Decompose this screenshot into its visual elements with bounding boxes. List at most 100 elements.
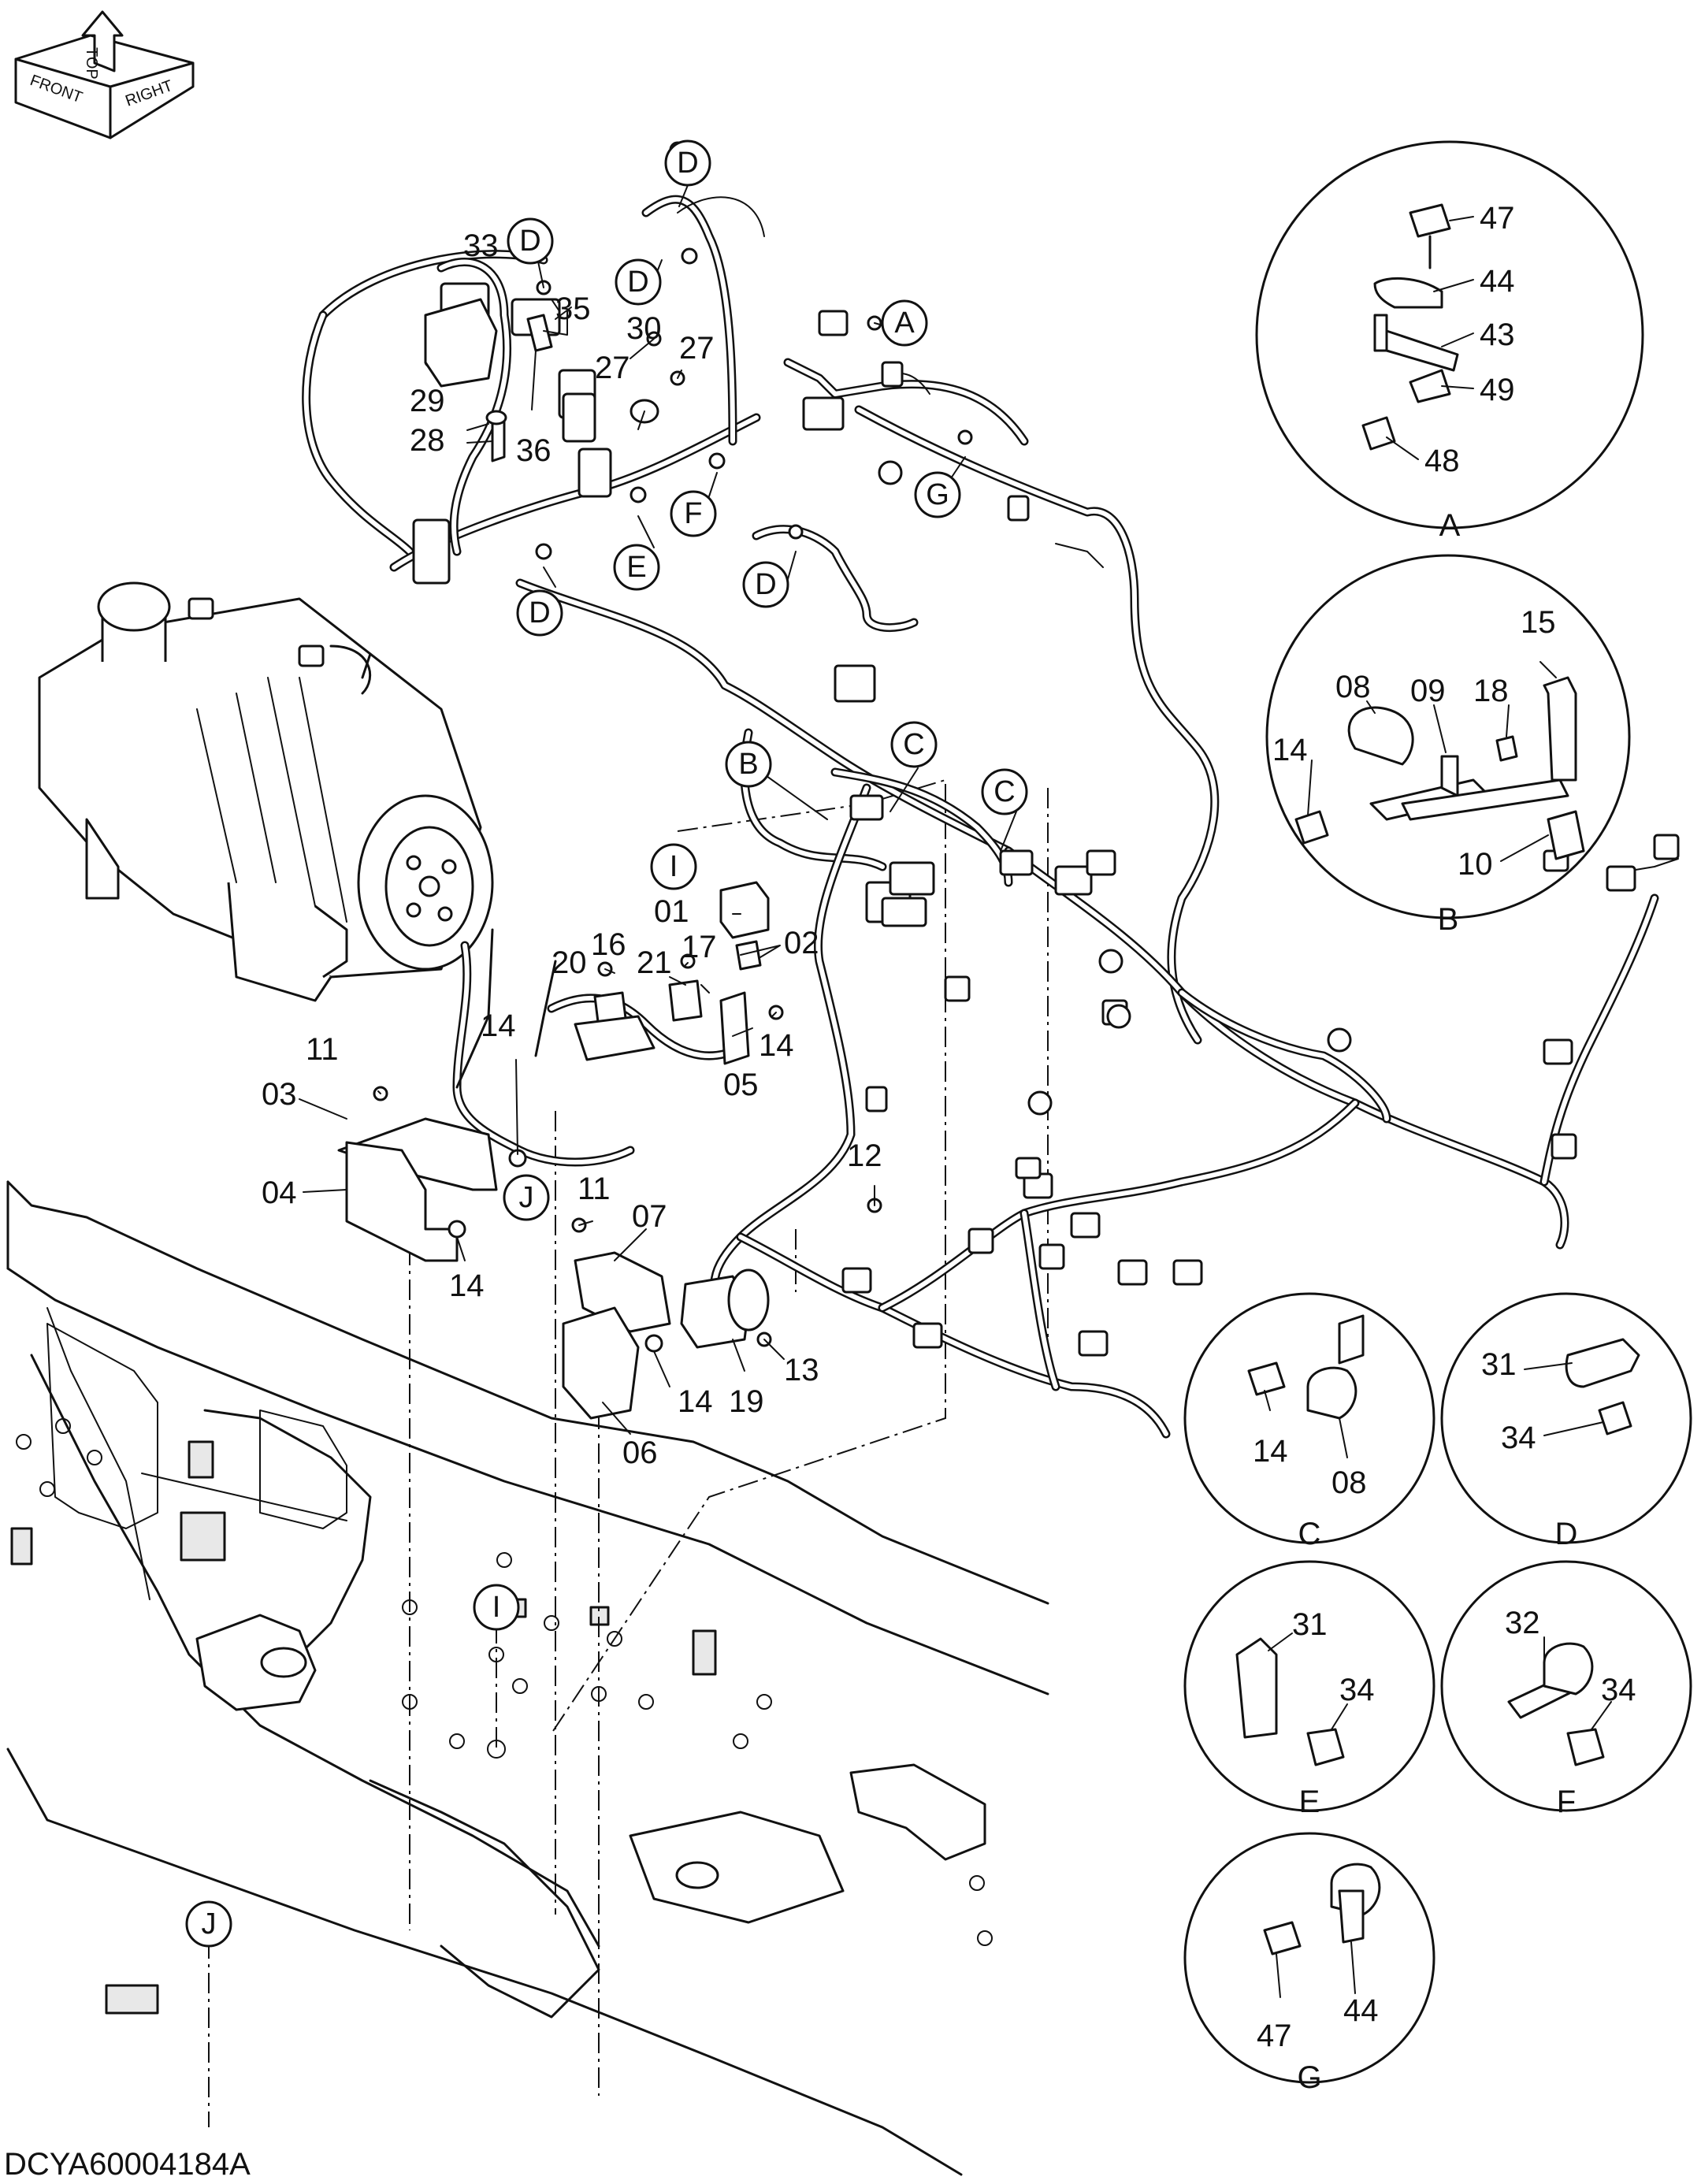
drawing-code: DCYA60004184A [4,2147,251,2182]
part-label-04: 04 [262,1176,297,1210]
callout-i-1 [650,843,697,890]
relay-bracket-parts [337,141,973,1420]
callout-b [725,741,772,788]
bracket-06 [562,1306,640,1420]
part-label-14-bottom: 14 [678,1384,713,1419]
callout-f-label: F [684,497,702,530]
part-label-07: 07 [632,1199,667,1234]
detail-b-title: B [1438,902,1459,937]
callout-j-2-label: J [202,1907,217,1941]
detail-c-label-08: 08 [1331,1465,1367,1500]
detail-e-title: E [1299,1785,1320,1819]
callout-e-label: E [626,551,646,584]
callout-c-2 [981,768,1028,815]
bracket-05 [719,991,750,1065]
relay-21 [668,979,703,1022]
relay-02 [735,940,762,971]
callout-d-3 [615,258,662,306]
detail-view-c: 14 08 C [1183,1292,1435,1551]
detail-view-d: 31 34 D [1440,1292,1692,1551]
callout-d-1 [664,139,711,187]
detail-view-b: 15 08 09 18 14 10 B [1265,554,1631,937]
part-label-35: 35 [555,292,591,326]
callout-d-5-label: D [529,596,550,630]
callout-g-label: G [926,478,949,511]
callout-a [881,299,928,347]
part-label-05: 05 [723,1068,759,1102]
callout-c-1-label: C [903,728,924,761]
detail-f-title: F [1557,1785,1576,1819]
part-label-27-left: 27 [595,351,630,385]
part-label-13: 13 [784,1353,819,1387]
detail-g-title: G [1297,2060,1321,2095]
part-label-02: 02 [784,926,819,960]
callout-d-5 [516,589,563,637]
part-label-16: 16 [591,927,626,962]
callout-f [670,490,717,537]
detail-a-label-48: 48 [1424,444,1460,478]
detail-f-label-34: 34 [1601,1673,1636,1707]
detail-a-label-47: 47 [1480,201,1515,236]
part-label-21: 21 [637,945,672,980]
orient-top-label: TOP [83,47,100,80]
detail-e-label-34: 34 [1339,1673,1375,1707]
part-number-labels: 33 35 30 27 27 29 28 36 01 02 16 17 20 2… [262,228,882,1470]
detail-view-g: 47 44 G [1183,1832,1435,2095]
detail-view-f: 32 34 F [1440,1560,1692,1819]
detail-a-label-49: 49 [1480,373,1515,407]
component-33 [424,298,498,388]
callout-j-1-label: J [519,1181,534,1214]
callout-g [914,471,961,518]
machine-frame [6,1180,1049,2176]
part-label-28: 28 [410,423,445,458]
label-leader-lines [299,184,1017,1435]
callout-d-4-label: D [755,568,776,601]
callout-a-label: A [894,306,915,340]
part-label-14-mid: 14 [481,1008,516,1043]
callout-d-3-label: D [627,266,648,299]
detail-view-e: 31 34 E [1183,1560,1435,1819]
callout-d-1-label: D [677,147,698,180]
part-label-27-right: 27 [679,331,715,366]
detail-a-label-43: 43 [1480,318,1515,352]
orientation-marker: TOP FRONT RIGHT [14,10,195,139]
part-label-33: 33 [463,228,499,263]
part-label-11-upper: 11 [306,1032,339,1067]
detail-a-label-44: 44 [1480,264,1515,299]
detail-d-title: D [1555,1517,1578,1551]
part-label-29: 29 [410,384,445,418]
detail-b-label-09: 09 [1410,674,1446,708]
part-label-11-lower: 11 [578,1172,611,1206]
detail-b-label-18: 18 [1473,674,1509,708]
part-label-06: 06 [622,1436,658,1470]
part-label-03: 03 [262,1077,297,1112]
part-label-30: 30 [626,311,662,346]
callout-i-2-label: I [492,1591,501,1624]
part-label-01: 01 [654,894,689,929]
callout-i-1-label: I [670,850,678,883]
callout-circles: D D D D D A G F E B C C I J I J [185,139,1028,1948]
callout-j-2 [185,1900,232,1948]
callout-c-1 [890,721,938,768]
part-label-19: 19 [729,1384,764,1419]
detail-b-label-14: 14 [1272,733,1308,767]
part-label-14-lower: 14 [449,1268,485,1303]
muffler-assembly [38,581,494,1002]
callout-j-1 [503,1174,550,1221]
detail-b-label-08: 08 [1335,670,1371,704]
callout-b-label: B [738,748,758,781]
detail-g-label-47: 47 [1257,2019,1292,2053]
detail-c-title: C [1298,1517,1321,1551]
callout-d-2 [507,217,554,265]
callout-d-4 [742,561,789,608]
callout-c-2-label: C [993,775,1015,808]
callout-e [613,544,660,591]
part-label-36: 36 [516,433,552,468]
detail-f-label-32: 32 [1505,1606,1540,1640]
detail-g-label-44: 44 [1343,1993,1379,2028]
detail-b-label-15: 15 [1521,605,1556,640]
detail-d-label-34: 34 [1501,1421,1536,1455]
part-label-12: 12 [847,1138,882,1173]
detail-e-label-31: 31 [1292,1607,1328,1642]
